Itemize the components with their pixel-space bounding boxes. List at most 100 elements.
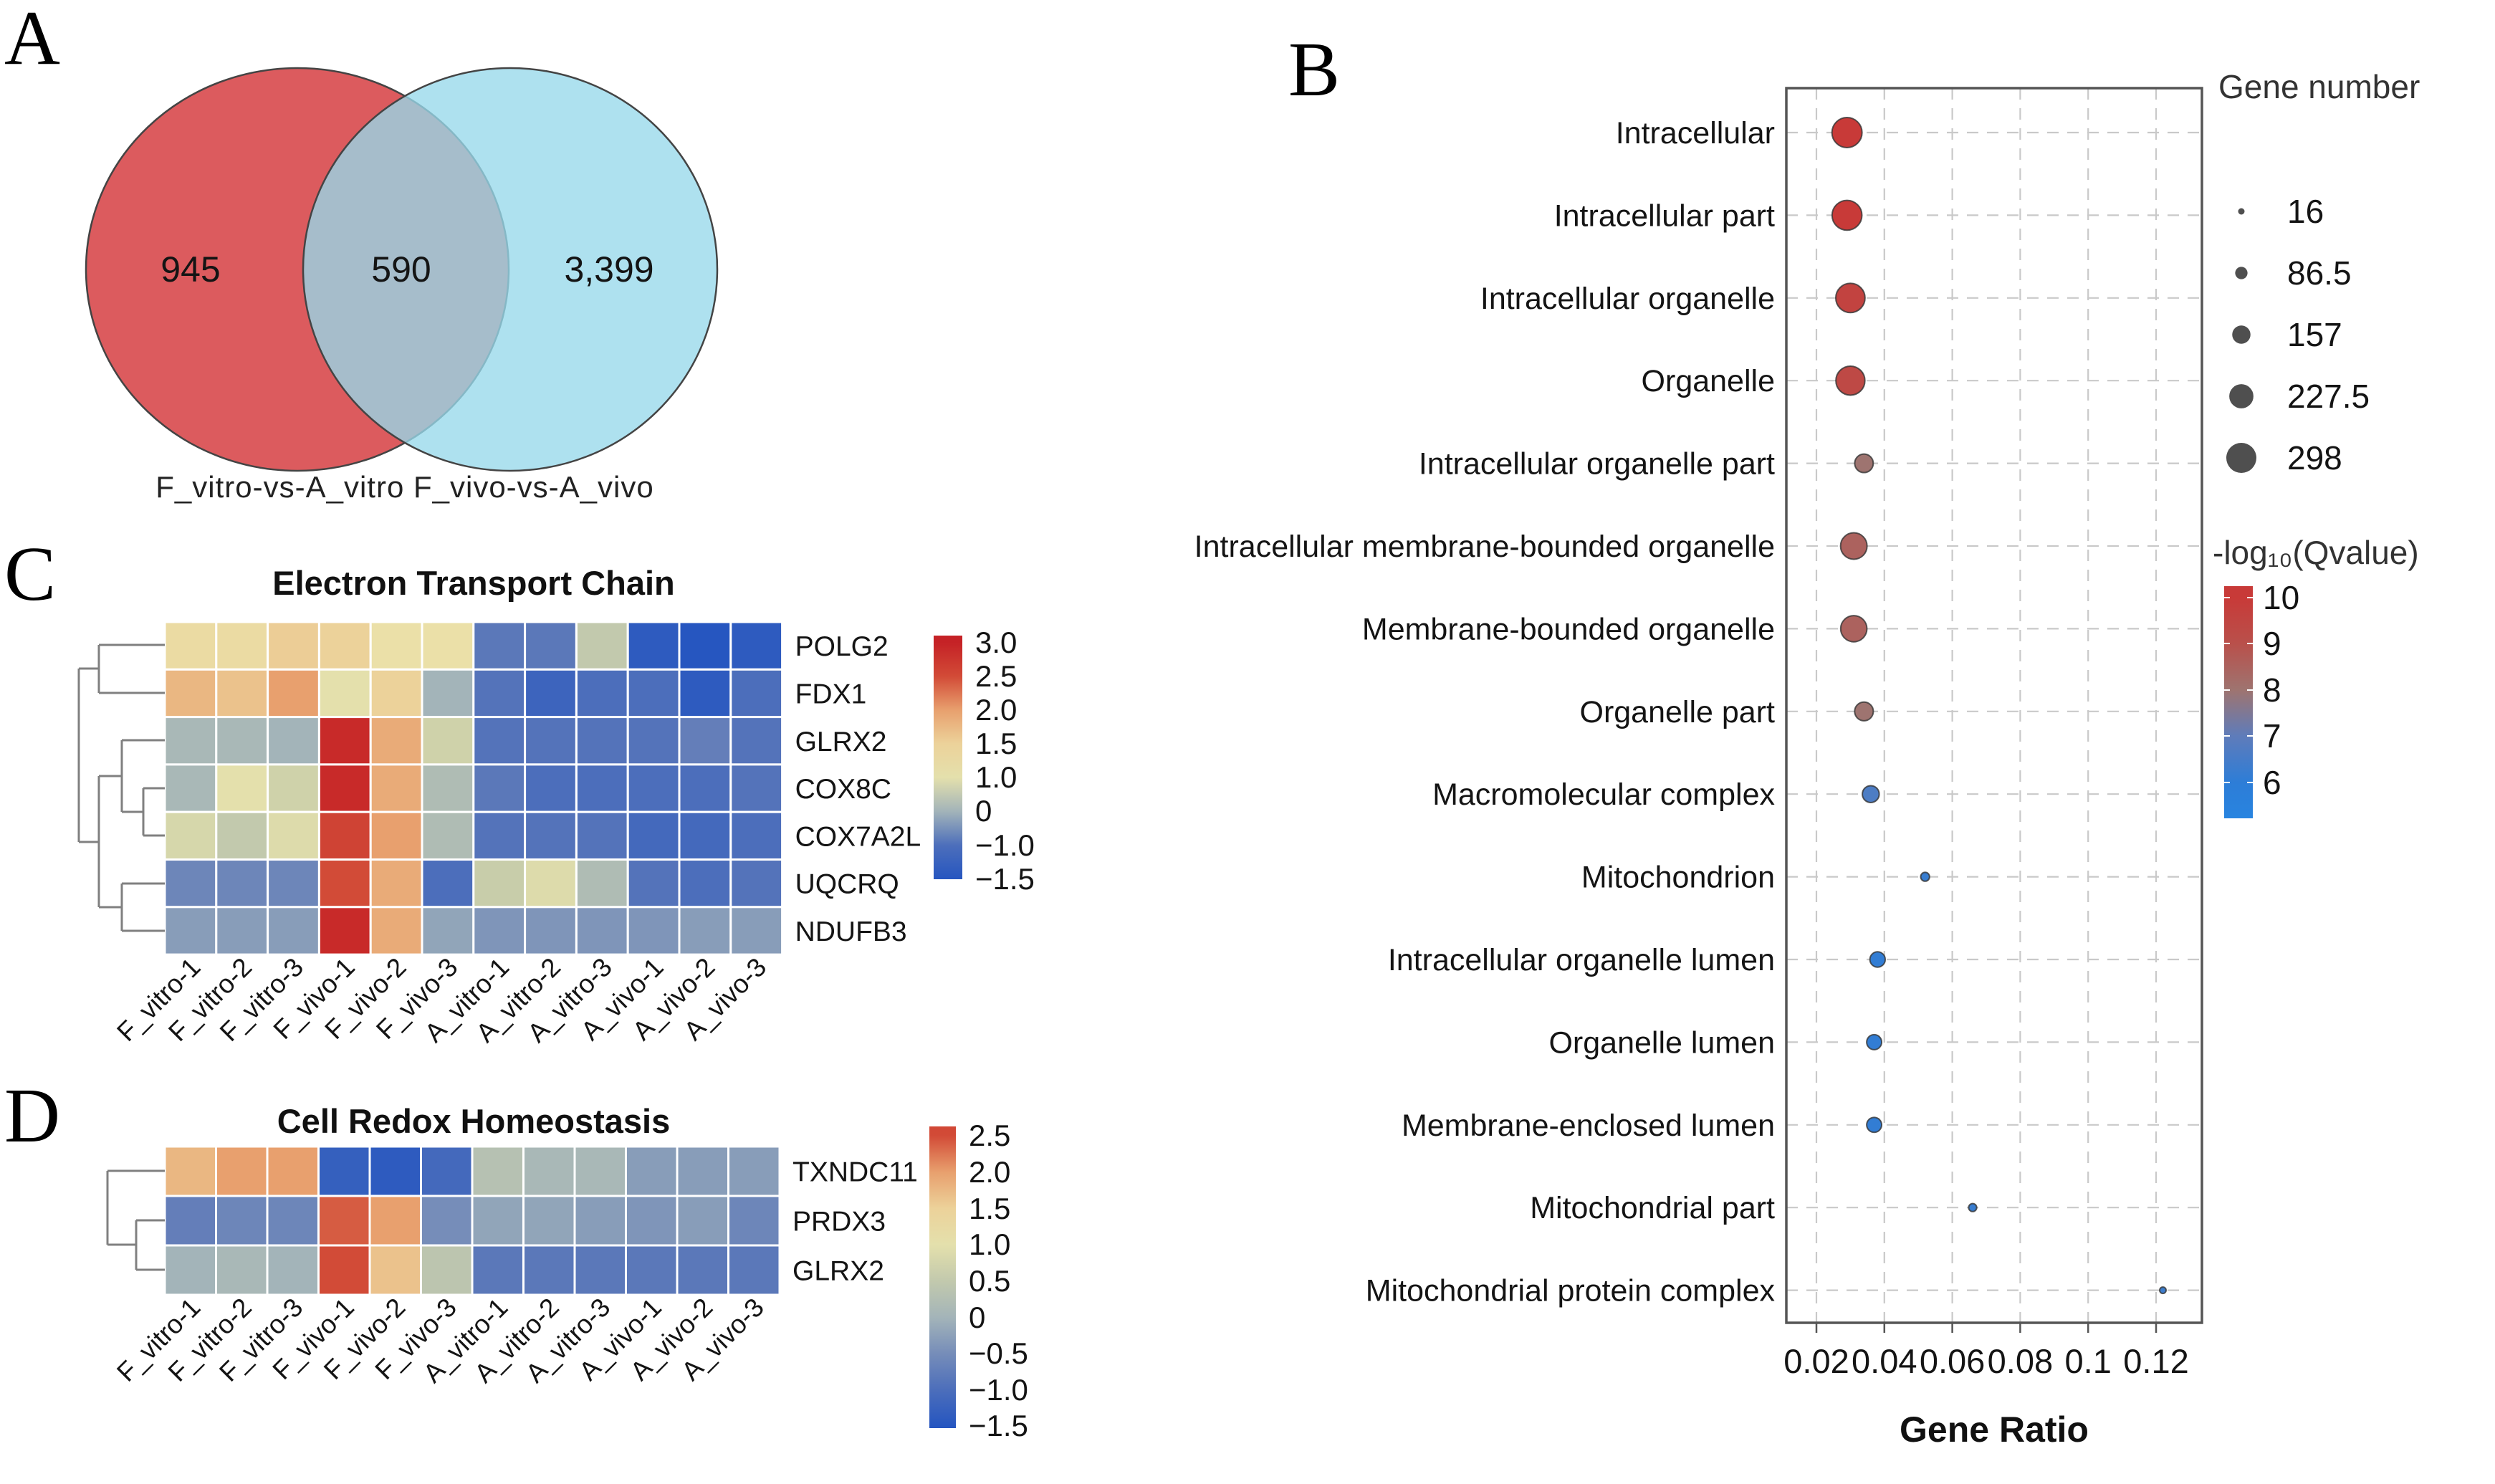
qvalue-tick-label: 9 (2263, 625, 2281, 662)
category-label: Organelle lumen (1548, 1025, 1775, 1060)
heatmap-cell (163, 906, 218, 956)
heatmap-cell (421, 858, 475, 909)
panel-a-letter: A (4, 0, 60, 81)
heatmap-cell (369, 906, 423, 956)
heatmap-cell (626, 716, 681, 766)
heatmap-cell (524, 858, 578, 909)
heatmap-cell (676, 1145, 729, 1197)
heatmap-cell (472, 810, 527, 861)
heatmap-cell (524, 716, 578, 766)
heatmap-cell (575, 716, 629, 766)
heatmap-cell (163, 810, 218, 861)
qvalue-legend-title: -log₁₀(Qvalue) (2213, 534, 2419, 571)
panel-d-letter: D (4, 1073, 60, 1159)
category-label: Intracellular part (1554, 198, 1775, 233)
heatmap-cell (317, 668, 372, 719)
venn-set-labels: F_vitro-vs-A_vitro F_vivo-vs-A_vivo (155, 470, 654, 504)
heatmap-cell (676, 1195, 729, 1247)
heatmap-cell (420, 1145, 474, 1197)
heatmap-cell (575, 621, 629, 671)
heatmap-cell (420, 1244, 474, 1296)
size-legend-label: 157 (2287, 316, 2342, 353)
go-term-dot (1968, 1202, 1978, 1212)
heatmap-cell (472, 763, 527, 813)
heatmap-cell (522, 1244, 576, 1296)
colorbar-tick-label: 2.5 (969, 1119, 1010, 1152)
size-legend-label: 86.5 (2287, 254, 2352, 292)
panel-d-title: Cell Redox Homeostasis (277, 1102, 671, 1140)
size-legend-dot (2235, 267, 2248, 279)
x-tick-label: 0.06 (1920, 1342, 1985, 1380)
heatmap-cell (317, 1195, 371, 1247)
x-tick-label: 0.02 (1783, 1342, 1849, 1380)
gene-label: FDX1 (795, 679, 867, 709)
heatmap-cell (267, 858, 320, 909)
x-tick-label: 0.1 (2065, 1342, 2112, 1380)
qvalue-tick-label: 10 (2263, 579, 2299, 616)
colorbar-tick-label: −1.0 (975, 828, 1035, 862)
category-label: Macromolecular complex (1432, 777, 1775, 812)
heatmap-cell (267, 621, 320, 671)
size-legend-dot (2229, 384, 2254, 408)
colorbar-tick-label: 2.0 (969, 1155, 1010, 1189)
heatmap-cell (625, 1145, 679, 1197)
gene-label: COX8C (795, 774, 891, 805)
category-label: Intracellular organelle lumen (1388, 943, 1775, 977)
go-term-dot (1839, 532, 1868, 560)
size-legend-label: 298 (2287, 439, 2342, 477)
heatmap-cell (215, 1244, 269, 1296)
heatmap-cell (369, 858, 423, 909)
heatmap-cell (266, 1244, 320, 1296)
heatmap-cell (267, 716, 320, 766)
colorbar-tick-label: −1.5 (969, 1409, 1028, 1442)
heatmap-cell (317, 621, 372, 671)
heatmap-cell (626, 763, 681, 813)
dotplot-grid (1786, 88, 2202, 1323)
category-label: Intracellular (1616, 116, 1775, 150)
x-tick-label: 0.12 (2123, 1342, 2188, 1380)
heatmap-cell (472, 621, 527, 671)
heatmap-cell (678, 810, 732, 861)
heatmap-cell (317, 763, 372, 813)
heatmap-cell (267, 668, 320, 719)
heatmap-cell (163, 668, 218, 719)
size-legend-dot (2238, 208, 2245, 215)
heatmap-cell (729, 810, 784, 861)
go-term-dot (1835, 365, 1866, 396)
gene-label: GLRX2 (792, 1256, 884, 1287)
gene-label: UQCRQ (795, 869, 899, 900)
go-term-dot (1866, 1033, 1883, 1050)
heatmap-cell (267, 810, 320, 861)
venn-overlap-count: 590 (371, 249, 431, 289)
heatmap-cell (626, 668, 681, 719)
heatmap-cell (317, 716, 372, 766)
heatmap-cell (421, 716, 475, 766)
heatmap-cell (626, 858, 681, 909)
heatmap-cell (729, 668, 784, 719)
heatmap-cell (163, 1145, 217, 1197)
gene-ratio-axis-title: Gene Ratio (1900, 1409, 2089, 1450)
panel-c-title: Electron Transport Chain (272, 564, 675, 602)
heatmap-cell (573, 1244, 627, 1296)
heatmap-cell (625, 1244, 679, 1296)
go-term-dot (1862, 785, 1880, 803)
category-label: Membrane-enclosed lumen (1402, 1109, 1775, 1143)
colorbar-tick-label: 1.5 (969, 1192, 1010, 1225)
category-label: Membrane-bounded organelle (1362, 612, 1775, 646)
heatmap-cell (317, 810, 372, 861)
heatmap-cell (472, 858, 527, 909)
heatmap-cell (729, 621, 784, 671)
heatmap-cell (626, 621, 681, 671)
heatmap-cell (471, 1244, 525, 1296)
qvalue-tick-label: 7 (2263, 717, 2281, 755)
heatmap-cell (421, 906, 475, 956)
heatmap-cell (215, 1195, 269, 1247)
heatmap-cell (163, 1195, 217, 1247)
heatmap-cell (573, 1195, 627, 1247)
go-term-dot (1854, 453, 1874, 474)
heatmap-cell (678, 858, 732, 909)
size-legend-dot (2226, 443, 2256, 473)
category-label: Mitochondrial part (1530, 1191, 1775, 1225)
go-term-dot (1831, 199, 1863, 231)
